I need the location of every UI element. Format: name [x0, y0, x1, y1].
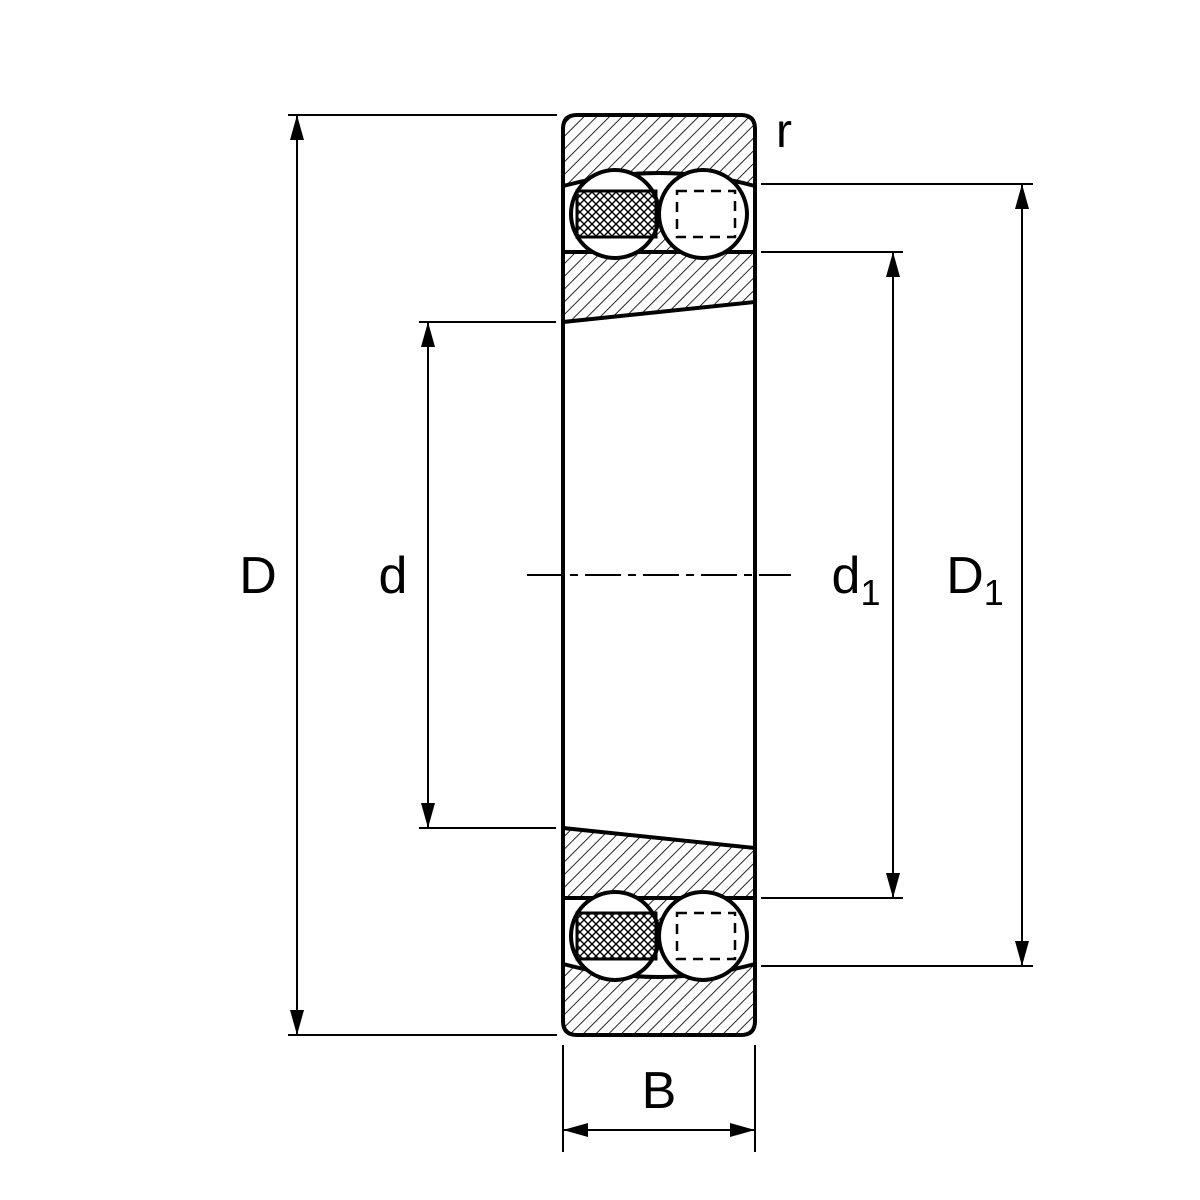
arrowhead-d1-bottom — [886, 873, 900, 898]
label-D1: D1 — [946, 547, 1004, 613]
arrowhead-D-top — [290, 115, 304, 140]
label-d: d — [379, 547, 408, 605]
arrowhead-B-left — [563, 1123, 588, 1137]
label-d1-subscript: 1 — [860, 572, 880, 613]
arrowhead-d-bottom — [421, 803, 435, 828]
arrowhead-B-right — [730, 1123, 755, 1137]
arrowhead-d1-top — [886, 252, 900, 277]
label-d1-base: d — [832, 547, 861, 605]
arrowhead-D-bottom — [290, 1010, 304, 1035]
label-D: D — [239, 547, 277, 605]
ball-top-right — [657, 168, 749, 260]
arrowhead-d-top — [421, 322, 435, 347]
label-r: r — [776, 105, 792, 158]
cage-section-top — [575, 189, 658, 239]
cage-section-bottom — [575, 911, 658, 961]
arrowhead-D1-top — [1015, 184, 1029, 209]
label-B: B — [642, 1062, 677, 1120]
ball-bottom-right — [657, 890, 749, 982]
arrowhead-D1-bottom — [1015, 941, 1029, 966]
label-d1: d1 — [832, 547, 881, 613]
label-D1-subscript: 1 — [984, 572, 1004, 613]
label-D1-base: D — [946, 547, 984, 605]
